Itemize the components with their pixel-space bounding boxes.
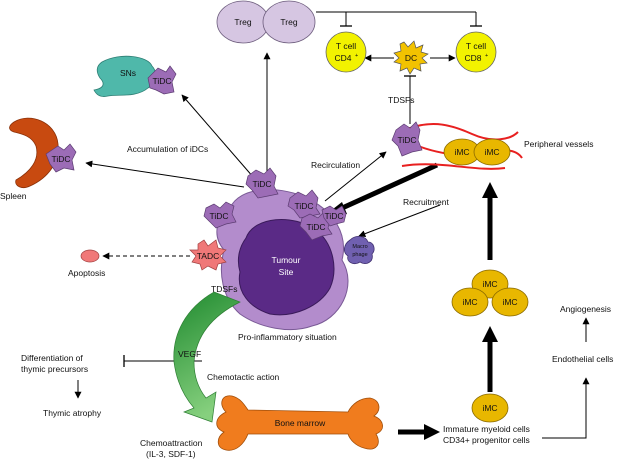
spleen-label: Spleen (0, 191, 27, 201)
imc-vessel-1-label: iMC (454, 147, 469, 157)
tidc-left (203, 201, 237, 229)
tidc-sns (147, 65, 177, 95)
tidc-right-low-label: TiDC (306, 222, 325, 232)
tidc-right-low (299, 211, 333, 241)
dc-cell (393, 40, 429, 75)
spleen (9, 117, 59, 188)
peripheral-vessels-label: Peripheral vessels (524, 139, 593, 149)
treg-left-label: Treg (234, 17, 251, 27)
recirculation-label: Recirculation (311, 160, 360, 170)
vegf-label: VEGF (178, 349, 201, 359)
imc-cluster-left-label: iMC (462, 297, 477, 307)
immature-myeloid-label: Immature myeloid cells (443, 424, 530, 434)
tidc-right (321, 205, 347, 227)
sns-label: SNs (120, 68, 136, 78)
tidc-left-label: TiDC (209, 211, 228, 221)
recruitment-label: Recruitment (403, 197, 449, 207)
tadc-cell (189, 239, 227, 271)
t-cell-cd8-label-2: CD8 (464, 53, 481, 63)
accumulation-label: Accumulation of iDCs (127, 144, 208, 154)
tidc-spleen (45, 143, 77, 173)
arrows (74, 11, 590, 440)
t-cell-cd4-label-2: CD4 (334, 53, 351, 63)
tidc-mid-label: TiDC (294, 201, 313, 211)
chemoattraction-label-2: (IL-3, SDF-1) (146, 449, 196, 459)
tidc-right-label: TiDC (324, 211, 343, 221)
endothelial-cells-label: Endothelial cells (552, 354, 613, 364)
sns-node (93, 55, 156, 97)
progenitor-cells-label: CD34+ progenitor cells (443, 435, 530, 445)
tidc-cells (45, 65, 423, 241)
t-cell-cd8-sup: + (485, 53, 488, 59)
tidc-sns-label: TiDC (152, 76, 171, 86)
tidc-top-label: TiDC (252, 179, 271, 189)
tumour-label-2: Site (279, 267, 294, 277)
t-cell-cd4 (325, 31, 367, 73)
imc-vessel-2-label: iMC (484, 147, 499, 157)
tdsfs-top-label: TDSFs (388, 95, 414, 105)
apoptosis-cell (80, 249, 100, 263)
angiogenesis-label: Angiogenesis (560, 304, 611, 314)
bone-marrow-label: Bone marrow (275, 418, 326, 428)
tidc-vessel-label: TiDC (397, 135, 416, 145)
tidc-top (245, 167, 279, 199)
tadc-label: TADC (197, 251, 220, 261)
t-cell-cd4-sup: + (355, 53, 358, 59)
thymic-atrophy-label: Thymic atrophy (43, 408, 102, 418)
apoptosis-label: Apoptosis (68, 268, 105, 278)
t-cell-cd8-label-1: T cell (466, 41, 486, 51)
tidc-vessel (391, 121, 423, 157)
macrophage-label-2: phage (352, 252, 367, 258)
macrophage-label-1: Macro (352, 244, 367, 250)
imc-cluster-right-label: iMC (502, 297, 517, 307)
t-cell-cd4-label-1: T cell (336, 41, 356, 51)
imc-cells (443, 138, 529, 423)
treg-right-label: Treg (280, 17, 297, 27)
treg-cells (216, 0, 316, 44)
dc-label: DC (405, 53, 417, 63)
differentiation-label-2: thymic precursors (21, 364, 88, 374)
macrophage (344, 236, 375, 264)
chemotactic-action-label: Chemotactic action (207, 372, 280, 382)
tdsfs-arrow (173, 291, 241, 423)
tidc-mid (287, 189, 321, 219)
imc-cluster-top-label: iMC (482, 279, 497, 289)
tumour-label-1: Tumour (272, 255, 301, 265)
bone-marrow (216, 395, 383, 451)
t-cell-cd8 (455, 31, 497, 73)
chemoattraction-label-1: Chemoattraction (140, 438, 203, 448)
imc-bottom-label: iMC (482, 403, 497, 413)
tidc-spleen-label: TiDC (51, 154, 70, 164)
differentiation-label-1: Differentiation of (21, 353, 83, 363)
pro-inflammatory-label: Pro-inflammatory situation (238, 332, 337, 342)
tdsfs-bottom-label: TDSFs (211, 284, 237, 294)
